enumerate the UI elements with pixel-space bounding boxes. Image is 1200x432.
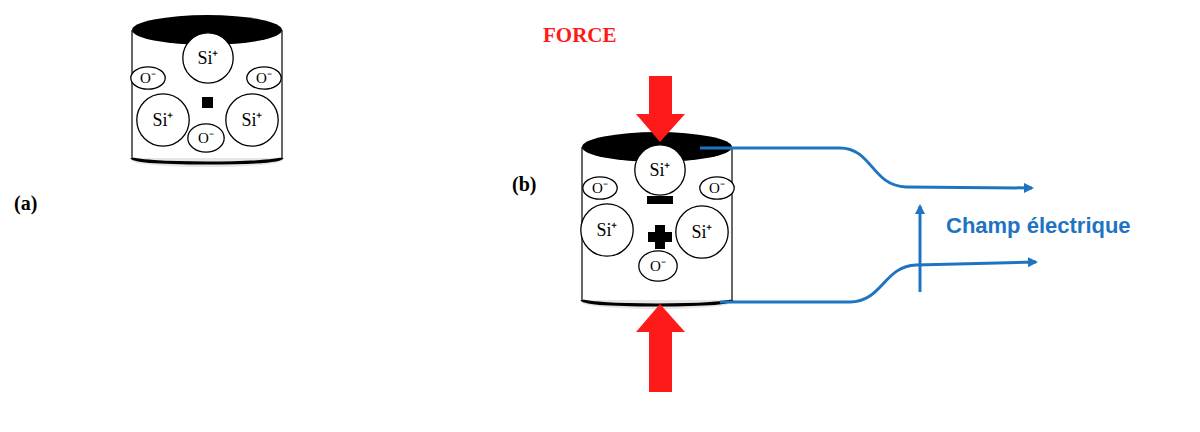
silicon-ion: Si⁺ [225, 93, 279, 147]
oxygen-ion: O⁻ [582, 176, 618, 200]
ion-label: O⁻ [650, 259, 666, 274]
ion-label: Si⁺ [649, 161, 670, 179]
ion-label: Si⁺ [197, 49, 218, 67]
cylinder-b [581, 132, 733, 309]
panel-label: (b) [512, 173, 536, 195]
silicon-ion: Si⁺ [182, 32, 234, 84]
oxygen-ion: O⁻ [187, 123, 225, 153]
oxygen-ion: O⁻ [130, 66, 166, 90]
oxygen-ion: O⁻ [638, 250, 678, 282]
silicon-ion: Si⁺ [580, 203, 634, 257]
ion-label: O⁻ [256, 71, 272, 86]
cylinder-a [131, 15, 283, 167]
force-label: FORCE [543, 24, 617, 47]
silicon-ion: Si⁺ [675, 205, 729, 259]
oxygen-ion: O⁻ [699, 176, 735, 200]
silicon-ion: Si⁺ [136, 93, 190, 147]
ion-label: O⁻ [140, 71, 156, 86]
ion-label: O⁻ [198, 131, 214, 146]
plus-charge [648, 225, 672, 249]
minus-charge [647, 196, 673, 204]
ion-label: O⁻ [709, 181, 725, 196]
ion-label: Si⁺ [152, 111, 173, 129]
ion-label: O⁻ [592, 181, 608, 196]
ion-label: Si⁺ [596, 221, 617, 239]
silicon-ion: Si⁺ [634, 144, 686, 196]
oxygen-ion: O⁻ [246, 66, 282, 90]
ion-label: Si⁺ [241, 111, 262, 129]
field-label: Champ électrique [946, 214, 1131, 238]
ion-label: Si⁺ [691, 223, 712, 241]
panel-label: (a) [14, 192, 37, 214]
defect-square [202, 97, 213, 108]
